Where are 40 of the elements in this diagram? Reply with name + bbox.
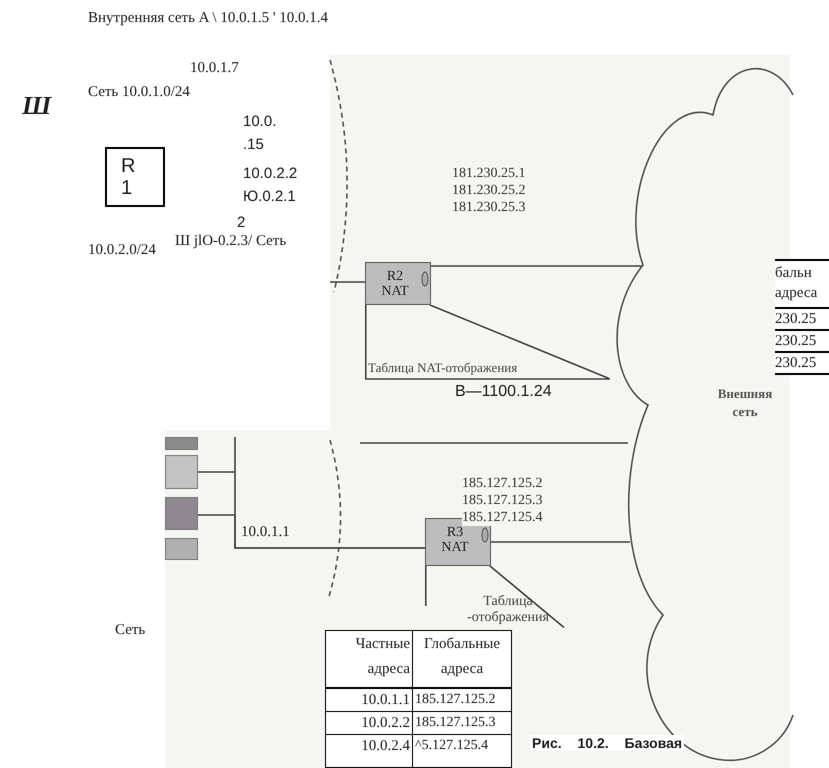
text-label: Внутренняя сеть A \ 10.0.1.5 ' 10.0.1.4 [88,9,328,28]
table-cell: адреса [775,283,829,309]
text-label: 2 [237,213,246,233]
connection-line [491,541,630,543]
host-computer-box [165,437,198,450]
text-label: Сеть [115,621,146,640]
text-label: Сеть 10.0.1.0/24 [88,83,190,102]
connection-line [330,281,365,283]
text-label: Ш jlO-0.2.3/ Сеть [175,232,286,251]
connection-line [198,514,425,549]
nat-table-outline: Таблица NAT-отображения [365,305,610,380]
host-computer-box [165,455,198,489]
text-label: 10.0. .15 [243,112,278,155]
table-cell: 10.0.2.2 [325,711,413,735]
host-computer-box [165,497,198,530]
table-cell: Глобальные адреса [412,630,512,688]
table-cell: ^5.127.125.4 [412,734,512,768]
figure-caption: Рис. 10.2. Базовая [530,735,684,751]
table-cell: 10.0.1.1 [325,688,413,712]
text-label: Ю.0.2.1 [243,187,296,207]
table-cell: 185.127.125.2 [412,688,512,712]
table-cell: 10.0.2.4 [325,734,413,768]
text-label: Ш [22,96,52,116]
table-cell: Частные адреса [325,630,413,688]
table-cell: 230.25 [775,353,829,375]
text-label: 10.0.2.2 [243,164,298,184]
router-box: R2 NAT [365,262,431,305]
connection-line [360,442,628,444]
table-cell: 230.25 [775,331,829,353]
text-label: В—1100.1.24 [455,382,552,402]
table-cell: бальн [775,259,829,283]
connection-line [431,265,643,267]
text-label: 10.0.2.0/24 [88,241,156,260]
table-cell: 230.25 [775,309,829,331]
nat-table-outline: Таблица -отображения [425,566,565,628]
router-box: R 1 [105,147,165,207]
text-label: 10.0.1.1 [241,523,290,542]
table-cell: 185.127.125.3 [412,711,512,735]
host-computer-box [165,538,198,560]
text-label: 10.0.1.7 [190,59,239,78]
